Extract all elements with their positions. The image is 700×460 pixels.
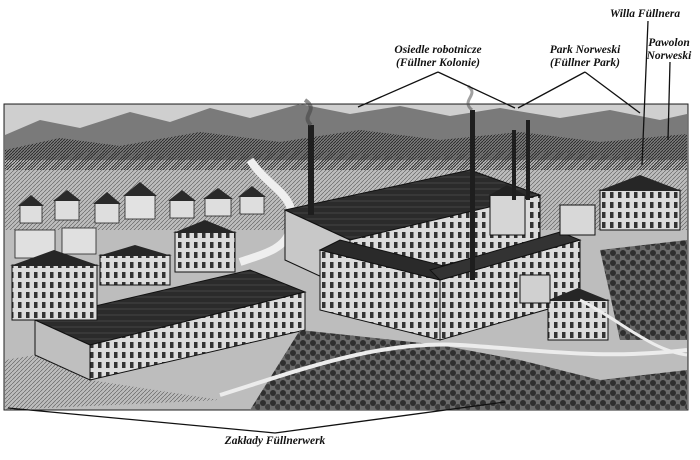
label-worker-housing-line2: (Füllner Kolonie): [395, 57, 481, 69]
left-foreground: [5, 355, 220, 410]
worker-housing: [14, 182, 266, 259]
factory-main: [283, 169, 582, 341]
label-fullnerwerk-plant: Zakłady Füllnerwerk: [195, 435, 355, 448]
road-2: [579, 298, 688, 357]
label-norwegian-park-line2: (Füllner Park): [550, 57, 620, 69]
villa-and-park-buildings: [519, 175, 682, 341]
label-norwegian-pavilion-line1: Pawolon: [648, 37, 690, 49]
label-fullner-villa-line1: Willa Füllnera: [609, 8, 681, 20]
label-fullner-villa: Willa Füllnera: [590, 8, 700, 21]
factory-left-block: [10, 220, 237, 321]
label-fullnerwerk-plant-line1: Zakłady Füllnerwerk: [224, 435, 326, 447]
label-worker-housing-line1: Osiedle robotnicze: [394, 44, 482, 56]
right-trees: [600, 240, 687, 340]
label-norwegian-pavilion: Pawolon Norweski: [640, 37, 698, 63]
label-norwegian-park-line1: Park Norweski: [549, 44, 621, 56]
chimneys: [303, 84, 530, 280]
label-norwegian-pavilion-line2: Norweski: [646, 50, 692, 62]
park-trees: [250, 330, 687, 410]
road: [219, 342, 688, 397]
leader-lines: [7, 20, 671, 434]
factory-hall-front: [33, 269, 307, 381]
label-worker-housing: Osiedle robotnicze (Füllner Kolonie): [368, 44, 508, 70]
label-norwegian-park: Park Norweski (Füllner Park): [530, 44, 640, 70]
